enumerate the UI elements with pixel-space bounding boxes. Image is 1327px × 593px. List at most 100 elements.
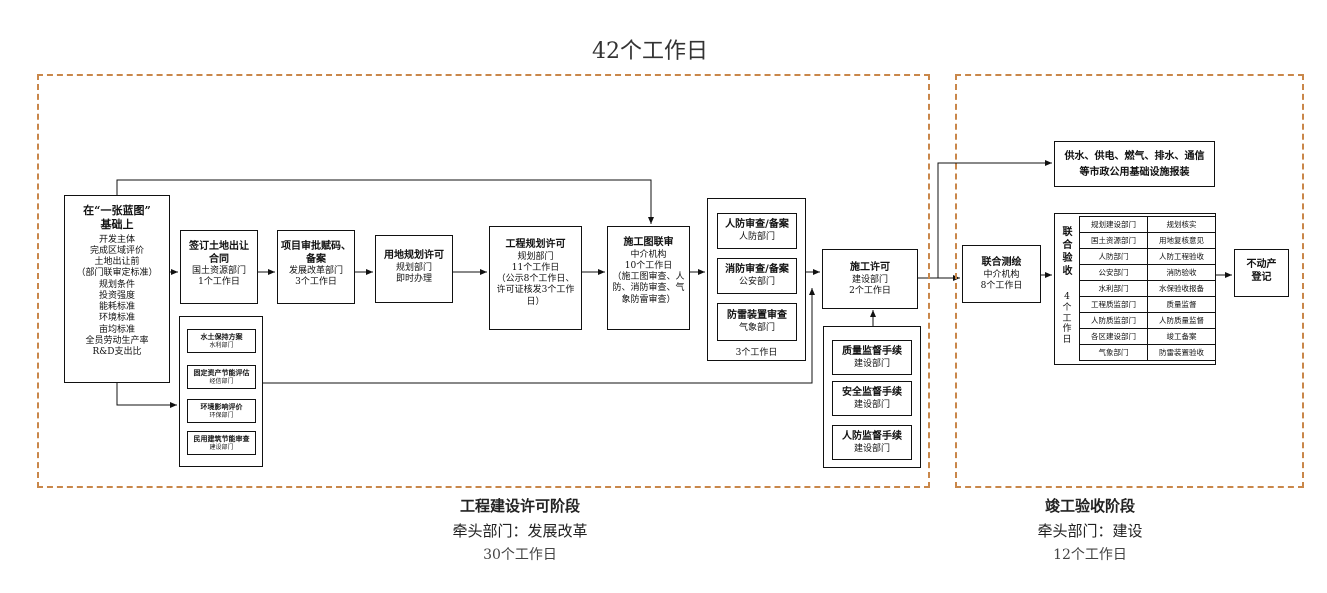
acceptance-item: 质量监督 [1147, 296, 1216, 313]
joint-survey-box: 联合测绘 中介机构 8个工作日 [962, 245, 1041, 303]
blueprint-title2: 基础上 [100, 217, 134, 231]
construction-permit-box: 施工许可 建设部门 2个工作日 [822, 249, 918, 309]
utilities-line2: 等市政公用基础设施报装 [1079, 166, 1190, 178]
parallel-dept: 环保部门 [209, 411, 234, 419]
blueprint-line: 投资强度 [98, 290, 135, 301]
stage-title: 竣工验收阶段 [1044, 497, 1135, 515]
box-title: 用地规划许可 [384, 250, 444, 261]
parallel-title: 环境影响评价 [200, 402, 243, 411]
total-days-title: 42个工作日 [592, 39, 708, 64]
reviews-days: 3个工作日 [735, 348, 778, 358]
land-contract-box: 签订土地出让 合同 国土资源部门 1个工作日 [180, 230, 258, 304]
special-reviews-group: 人防审查/备案 人防部门 消防审查/备案 公安部门 防雷装置审查 气象部门 3个… [707, 198, 806, 361]
box-title: 备案 [306, 253, 326, 265]
acceptance-item: 人防质量监督 [1147, 312, 1216, 329]
box-title: 施工图联审 [623, 237, 674, 248]
box-dept: 建设部门 [851, 274, 888, 285]
parallel-item: 固定资产节能评估 经信部门 [187, 365, 256, 389]
box-note: （施工图审查、人防、消防审查、气象防雷审查） [612, 272, 685, 305]
completion-stage-region [955, 74, 1304, 488]
acceptance-row: 国土资源部门用地复核意见 [1079, 232, 1216, 249]
property-registration-box: 不动产 登记 [1234, 249, 1289, 297]
review-dept: 人防部门 [738, 231, 775, 242]
acceptance-row: 规划建设部门规划核实 [1079, 216, 1216, 233]
acceptance-item: 竣工备案 [1147, 328, 1216, 345]
supervision-title: 人防监督手续 [842, 431, 902, 442]
box-title: 签订土地出让 [189, 241, 249, 252]
acceptance-item: 规划核实 [1147, 216, 1216, 233]
box-dept: 中介机构 [630, 249, 667, 260]
blueprint-line: 全员劳动生产率 [85, 335, 149, 346]
acceptance-dept: 规划建设部门 [1079, 216, 1148, 233]
box-title: 合同 [209, 253, 229, 265]
supervision-item: 人防监督手续 建设部门 [832, 425, 912, 460]
acceptance-row: 各区建设部门竣工备案 [1079, 328, 1216, 345]
box-days: 即时办理 [395, 273, 432, 284]
acceptance-dept: 工程质监部门 [1079, 296, 1148, 313]
box-days: 8个工作日 [980, 280, 1023, 291]
stage-days: 30个工作日 [483, 546, 557, 563]
acceptance-row: 人防部门人防工程验收 [1079, 248, 1216, 265]
review-item: 人防审查/备案 人防部门 [717, 213, 797, 249]
construction-stage-caption: 工程建设许可阶段 牵头部门：发展改革 30个工作日 [370, 497, 670, 564]
project-approval-box: 项目审批赋码、 备案 发展改革部门 3个工作日 [277, 230, 355, 304]
blueprint-line: 规划条件 [98, 279, 135, 290]
box-title: 联合测绘 [981, 257, 1022, 268]
supervision-item: 安全监督手续 建设部门 [832, 381, 912, 416]
blueprint-line: 土地出让前 [94, 257, 140, 267]
parallel-dept: 水利部门 [209, 341, 234, 349]
acceptance-item: 防雷装置验收 [1147, 344, 1216, 361]
acceptance-dept: 人防部门 [1079, 248, 1148, 265]
parallel-title: 民用建筑节能审查 [193, 434, 250, 443]
drawing-review-box: 施工图联审 中介机构 10个工作日 （施工图审查、人防、消防审查、气象防雷审查） [607, 226, 690, 330]
box-days: 1个工作日 [198, 277, 240, 288]
joint-acceptance-box: 联合验收 4个工作日 规划建设部门规划核实国土资源部门用地复核意见人防部门人防工… [1054, 213, 1216, 365]
parallel-title: 固定资产节能评估 [193, 368, 250, 377]
box-dept: 发展改革部门 [288, 266, 343, 276]
blueprint-line: （部门联审定标准） [76, 268, 158, 279]
supervision-title: 安全监督手续 [842, 387, 902, 398]
supervision-item: 质量监督手续 建设部门 [832, 340, 912, 375]
box-title: 不动产 [1246, 259, 1277, 270]
box-title: 施工许可 [850, 262, 890, 273]
supervision-dept: 建设部门 [853, 443, 890, 454]
parallel-items-group: 水土保持方案 水利部门 固定资产节能评估 经信部门 环境影响评价 环保部门 民用… [179, 316, 263, 467]
blueprint-line: 环境标准 [98, 313, 135, 324]
completion-stage-caption: 竣工验收阶段 牵头部门：建设 12个工作日 [990, 497, 1190, 564]
acceptance-row: 工程质监部门质量监督 [1079, 296, 1216, 313]
acceptance-dept: 各区建设部门 [1079, 328, 1148, 345]
review-item: 消防审查/备案 公安部门 [717, 258, 797, 294]
blueprint-line: 能耗标准 [98, 302, 135, 312]
stage-lead: 牵头部门：建设 [1037, 521, 1143, 540]
box-days: 3个工作日 [295, 277, 337, 288]
blueprint-title: 在“一张蓝图” [83, 204, 151, 217]
acceptance-row: 公安部门消防验收 [1079, 264, 1216, 281]
review-dept: 公安部门 [738, 276, 775, 287]
parallel-title: 水土保持方案 [200, 332, 243, 341]
review-title: 防雷装置审查 [727, 310, 787, 321]
stage-lead: 牵头部门：发展改革 [452, 521, 588, 540]
acceptance-dept: 国土资源部门 [1079, 232, 1148, 249]
acceptance-row: 气象部门防雷装置验收 [1079, 344, 1216, 361]
acceptance-table: 规划建设部门规划核实国土资源部门用地复核意见人防部门人防工程验收公安部门消防验收… [1079, 216, 1216, 361]
box-days: 11个工作日 [511, 262, 560, 273]
blueprint-line: 亩均标准 [98, 324, 135, 335]
blueprint-box: 在“一张蓝图” 基础上 开发主体 完成区域评价 土地出让前 （部门联审定标准） … [64, 195, 170, 383]
blueprint-line: 开发主体 [98, 234, 135, 245]
acceptance-row: 人防质监部门人防质量监督 [1079, 312, 1216, 329]
parallel-dept: 建设部门 [209, 443, 234, 451]
acceptance-row: 水利部门水保验收报备 [1079, 280, 1216, 297]
acceptance-days: 4个工作日 [1062, 292, 1072, 346]
box-title: 项目审批赋码、 [281, 241, 351, 252]
parallel-item: 水土保持方案 水利部门 [187, 329, 256, 353]
parallel-dept: 经信部门 [209, 377, 234, 385]
box-dept: 中介机构 [983, 269, 1020, 280]
review-item: 防雷装置审查 气象部门 [717, 303, 797, 341]
construction-stage-region [37, 74, 930, 488]
utilities-line1: 供水、供电、燃气、排水、通信 [1064, 151, 1205, 162]
acceptance-item: 消防验收 [1147, 264, 1216, 281]
stage-days: 12个工作日 [1053, 546, 1127, 563]
blueprint-line: 完成区域评价 [89, 245, 144, 256]
review-title: 消防审查/备案 [725, 264, 789, 275]
